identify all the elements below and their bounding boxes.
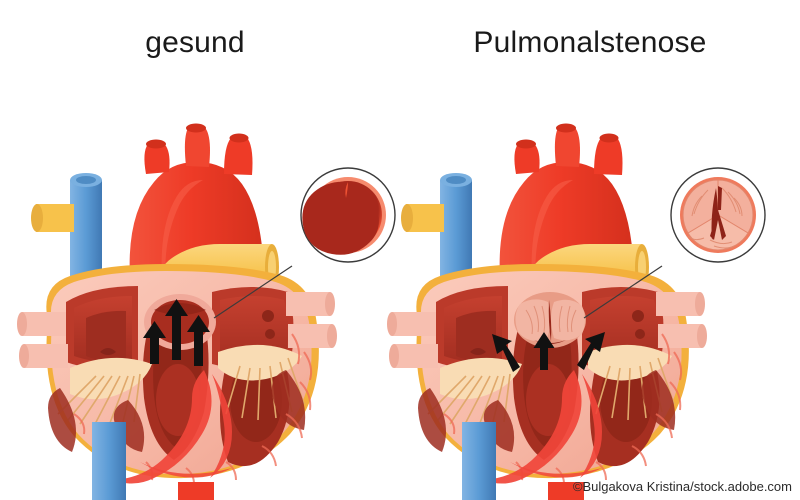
pulmonary-vein-stubs-right xyxy=(286,292,337,348)
stenotic-valve-cross-section xyxy=(680,177,756,253)
descending-aorta-icon xyxy=(548,482,584,500)
flow-arrows-stenosis[interactable] xyxy=(492,332,605,372)
heart-diagram-healthy xyxy=(17,123,396,500)
ventricular-blood-flow xyxy=(114,370,232,484)
ventricular-blood-flow xyxy=(484,370,602,484)
credit-line: ©Bulgakova Kristina/stock.adobe.com xyxy=(572,479,792,494)
inset-leader-line xyxy=(583,265,663,319)
right-atrium xyxy=(436,286,508,371)
pulmonary-vein-stub-left-upper xyxy=(31,204,74,232)
inferior-vena-cava-icon xyxy=(462,422,496,500)
vena-cava-stubs-left xyxy=(387,312,438,368)
inferior-vena-cava-icon xyxy=(92,422,126,500)
heart-diagram-stenosis xyxy=(387,123,766,500)
descending-aorta-icon xyxy=(178,482,214,500)
heart-panel-stenosis xyxy=(370,70,770,500)
inset-leader-line xyxy=(213,265,293,319)
pulmonary-vein-stub-left-upper xyxy=(401,204,444,232)
valve-inset-healthy[interactable] xyxy=(213,167,396,319)
panel-title-stenosis: Pulmonalstenose xyxy=(473,26,707,59)
chordae-tendineae-left xyxy=(588,344,676,430)
heart-body-healthy xyxy=(17,264,337,500)
pulmonary-valve-stenotic xyxy=(514,292,586,348)
heart-panel-healthy xyxy=(0,70,400,500)
chordae-tendineae-right xyxy=(418,357,522,452)
pulmonary-vein-stubs-right xyxy=(656,292,707,348)
superior-vena-cava-icon xyxy=(440,173,472,292)
open-valve-cross-section xyxy=(302,177,386,255)
vena-cava-stubs-left xyxy=(17,312,68,368)
panel-title-healthy: gesund xyxy=(145,26,245,59)
right-atrium xyxy=(66,286,138,371)
valve-inset-stenosis[interactable] xyxy=(583,167,766,319)
superior-vena-cava-icon xyxy=(70,173,102,292)
chordae-tendineae-right xyxy=(48,357,152,452)
flow-arrows-healthy[interactable] xyxy=(143,299,210,366)
chordae-tendineae-left xyxy=(218,344,306,430)
heart-body-stenosis xyxy=(387,264,707,500)
